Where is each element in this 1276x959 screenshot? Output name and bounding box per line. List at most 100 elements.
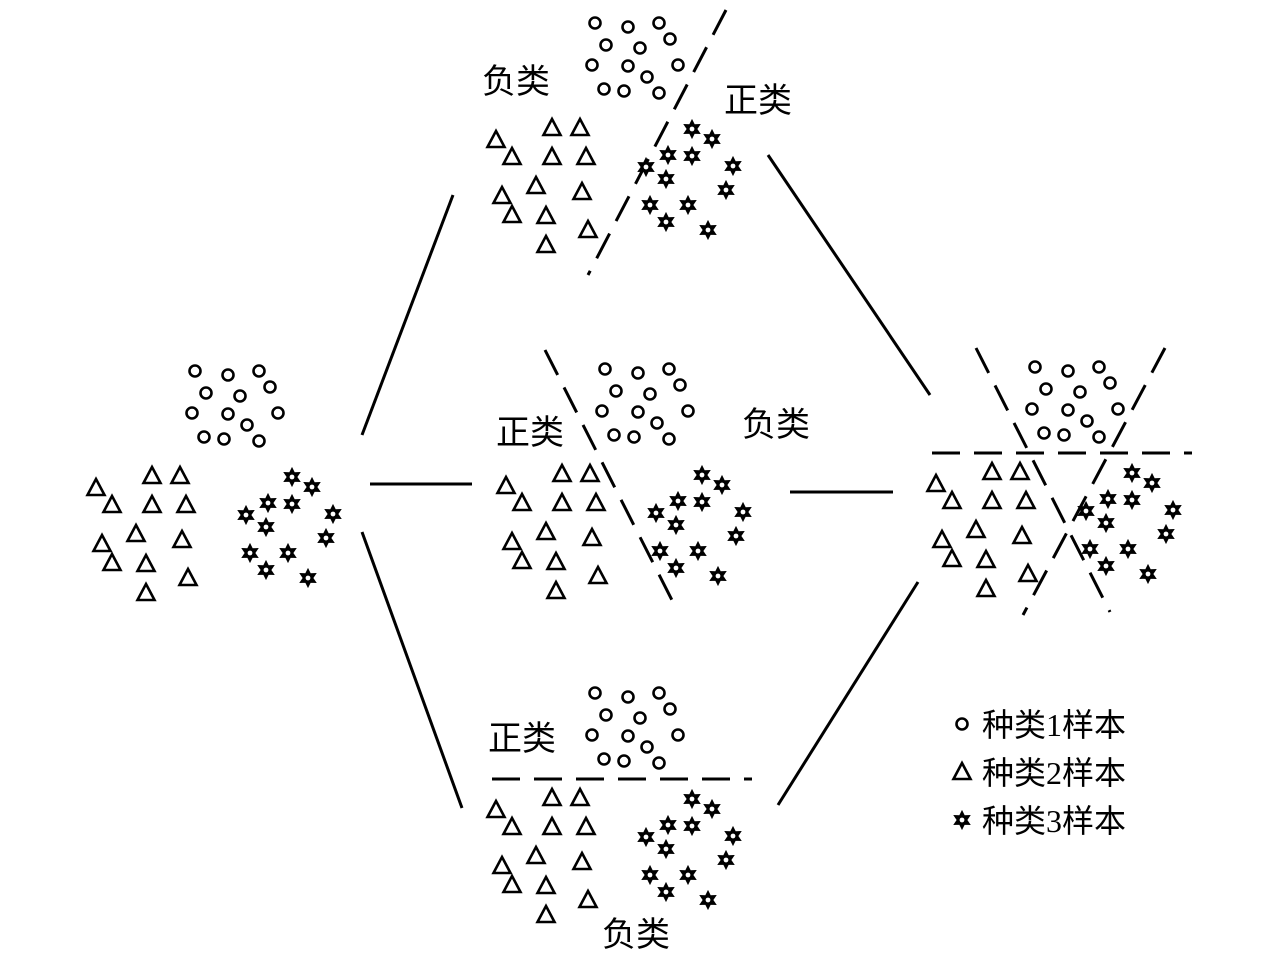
class2-triangle-icon: [502, 204, 522, 224]
class1-circle-icon: [631, 366, 645, 380]
class1-circle-icon: [607, 428, 621, 442]
class3-star-icon: [683, 816, 701, 836]
class2-triangle-icon: [492, 855, 512, 875]
class3-star-icon: [693, 492, 711, 512]
class1-circle-icon: [595, 404, 609, 418]
class2-triangle-icon: [552, 492, 572, 512]
class2-triangle-icon: [526, 845, 546, 865]
class1-circle-icon: [652, 756, 666, 770]
bottom-positive-label: 正类: [488, 720, 556, 758]
class3-star-icon: [641, 195, 659, 215]
class1-circle-icon: [1039, 382, 1053, 396]
class1-circle-icon: [621, 59, 635, 73]
class2-triangle-icon: [542, 146, 562, 166]
bottom-negative-label: 负类: [602, 916, 670, 954]
class3-star-icon: [703, 799, 721, 819]
middle-boundary: [543, 349, 680, 613]
legend-circle-icon: [955, 717, 969, 731]
class1-circle-icon: [617, 84, 631, 98]
class1-circle-icon: [671, 58, 685, 72]
class1-circle-icon: [252, 364, 266, 378]
class2-triangle-icon: [1012, 525, 1032, 545]
class3-star-icon: [1123, 463, 1141, 483]
class2-triangle-icon: [578, 219, 598, 239]
class1-circle-icon: [188, 364, 202, 378]
class3-star-icon: [679, 195, 697, 215]
class1-circle-icon: [1025, 402, 1039, 416]
class3-star-icon: [709, 566, 727, 586]
class1-circle-icon: [1080, 414, 1094, 428]
class3-star-icon: [237, 505, 255, 525]
class2-triangle-icon: [542, 787, 562, 807]
class2-triangle-icon: [572, 851, 592, 871]
combined-boundary-left: [974, 347, 1112, 613]
class3-star-icon: [679, 865, 697, 885]
class2-triangle-icon: [126, 523, 146, 543]
class1-circle-icon: [599, 708, 613, 722]
class3-star-icon: [283, 494, 301, 514]
class3-star-icon: [647, 503, 665, 523]
class2-triangle-icon: [578, 889, 598, 909]
class2-triangle-icon: [176, 494, 196, 514]
middle-positive-label: 正类: [496, 414, 564, 452]
class2-triangle-icon: [586, 492, 606, 512]
class2-triangle-icon: [932, 529, 952, 549]
class2-triangle-icon: [172, 529, 192, 549]
class2-triangle-icon: [512, 492, 532, 512]
class3-star-icon: [1119, 539, 1137, 559]
class2-triangle-icon: [536, 521, 556, 541]
class3-star-icon: [724, 826, 742, 846]
class3-star-icon: [683, 146, 701, 166]
middle-panel-samples: [496, 362, 752, 600]
class1-circle-icon: [1061, 364, 1075, 378]
class1-circle-icon: [233, 389, 247, 403]
connector-lines: [360, 154, 932, 809]
class1-circle-icon: [640, 740, 654, 754]
class3-star-icon: [317, 528, 335, 548]
class3-star-icon: [699, 890, 717, 910]
class3-star-icon: [637, 827, 655, 847]
class3-star-icon: [299, 568, 317, 588]
class3-star-icon: [1081, 539, 1099, 559]
class2-triangle-icon: [982, 461, 1002, 481]
class1-circle-icon: [617, 754, 631, 768]
class2-triangle-icon: [966, 519, 986, 539]
class3-star-icon: [667, 515, 685, 535]
class1-circle-icon: [621, 690, 635, 704]
class3-star-icon: [657, 882, 675, 902]
class3-star-icon: [669, 491, 687, 511]
class1-circle-icon: [271, 406, 285, 420]
class1-circle-icon: [609, 384, 623, 398]
class2-triangle-icon: [512, 550, 532, 570]
class3-star-icon: [734, 502, 752, 522]
class3-star-icon: [689, 541, 707, 561]
class1-circle-icon: [221, 368, 235, 382]
class3-star-icon: [693, 465, 711, 485]
class2-triangle-icon: [572, 181, 592, 201]
class2-triangle-icon: [142, 494, 162, 514]
class1-circle-icon: [185, 406, 199, 420]
class2-triangle-icon: [502, 816, 522, 836]
class3-star-icon: [713, 475, 731, 495]
class2-triangle-icon: [142, 465, 162, 485]
top-boundary: [586, 9, 728, 276]
connector-left-to-top: [360, 194, 455, 436]
class2-triangle-icon: [546, 580, 566, 600]
top-negative-label: 负类: [482, 63, 550, 101]
class1-circle-icon: [1061, 403, 1075, 417]
class1-circle-icon: [643, 387, 657, 401]
class2-triangle-icon: [536, 904, 556, 924]
class1-circle-icon: [1092, 360, 1106, 374]
class2-triangle-icon: [976, 578, 996, 598]
class1-circle-icon: [1092, 430, 1106, 444]
class2-triangle-icon: [942, 548, 962, 568]
class2-triangle-icon: [570, 117, 590, 137]
class3-star-icon: [717, 180, 735, 200]
class2-triangle-icon: [502, 531, 522, 551]
class3-star-icon: [659, 815, 677, 835]
class2-triangle-icon: [576, 816, 596, 836]
class1-circle-icon: [681, 404, 695, 418]
class3-star-icon: [1139, 564, 1157, 584]
connector-top-to-right: [766, 154, 932, 396]
class1-circle-icon: [627, 430, 641, 444]
